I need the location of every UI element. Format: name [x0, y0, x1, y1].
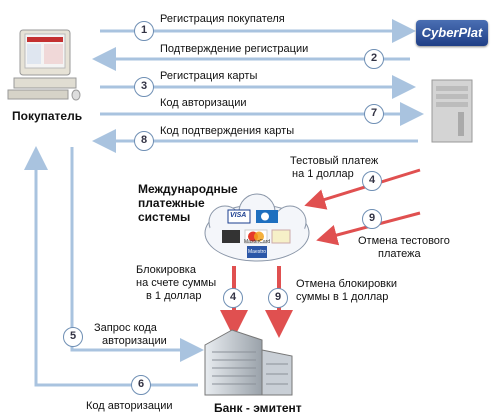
computer-icon: [7, 29, 81, 101]
mastercard-logo: MasterCard: [244, 239, 271, 245]
step7-label: Код авторизации: [160, 97, 247, 109]
step-badge-4-test: 4: [362, 171, 382, 191]
maestro-logo: Maestro: [248, 249, 267, 255]
test-payment-line1: Тестовый платеж: [290, 155, 379, 167]
cyberplat-logo: CyberPlat: [416, 20, 488, 46]
step-badge-9-cancel: 9: [362, 209, 382, 229]
block-line2: на счете суммы: [136, 277, 217, 289]
unblock-line2: суммы в 1 доллар: [296, 291, 389, 303]
step-badge-3: 3: [134, 77, 154, 97]
step-badge-1: 1: [134, 21, 154, 41]
server-icon: [431, 79, 473, 143]
cancel-test-line2: платежа: [378, 248, 421, 260]
ips-label-line2: платежные: [138, 196, 205, 210]
block-line1: Блокировка: [136, 264, 196, 276]
step-badge-8: 8: [134, 131, 154, 151]
step-badge-2: 2: [364, 49, 384, 69]
step-badge-5: 5: [63, 327, 83, 347]
step-badge-7: 7: [364, 104, 384, 124]
step8-label: Код подтверждения карты: [160, 125, 295, 137]
request-code-line1: Запрос кода: [94, 322, 157, 334]
ips-label-line1: Международные: [138, 182, 238, 196]
card-systems-cloud: [204, 193, 310, 262]
request-code-line2: авторизации: [102, 335, 167, 347]
step1-label: Регистрация покупателя: [160, 13, 285, 25]
auth-code-bottom-label: Код авторизации: [86, 400, 173, 412]
bank-label: Банк - эмитент: [214, 401, 302, 415]
step-badge-6: 6: [131, 375, 151, 395]
step-badge-4-block: 4: [223, 288, 243, 308]
bank-building-icon: [204, 329, 293, 396]
ips-label-line3: системы: [138, 210, 191, 224]
test-payment-line2: на 1 доллар: [292, 168, 354, 180]
step2-label: Подтверждение регистрации: [160, 43, 309, 55]
block-line3: в 1 доллар: [146, 290, 202, 302]
cancel-test-line1: Отмена тестового: [358, 235, 450, 247]
visa-logo: VISA: [230, 212, 247, 219]
step3-label: Регистрация карты: [160, 70, 258, 82]
step-badge-9-unblock: 9: [268, 288, 288, 308]
unblock-line1: Отмена блокировки: [296, 278, 397, 290]
buyer-label: Покупатель: [12, 109, 83, 123]
